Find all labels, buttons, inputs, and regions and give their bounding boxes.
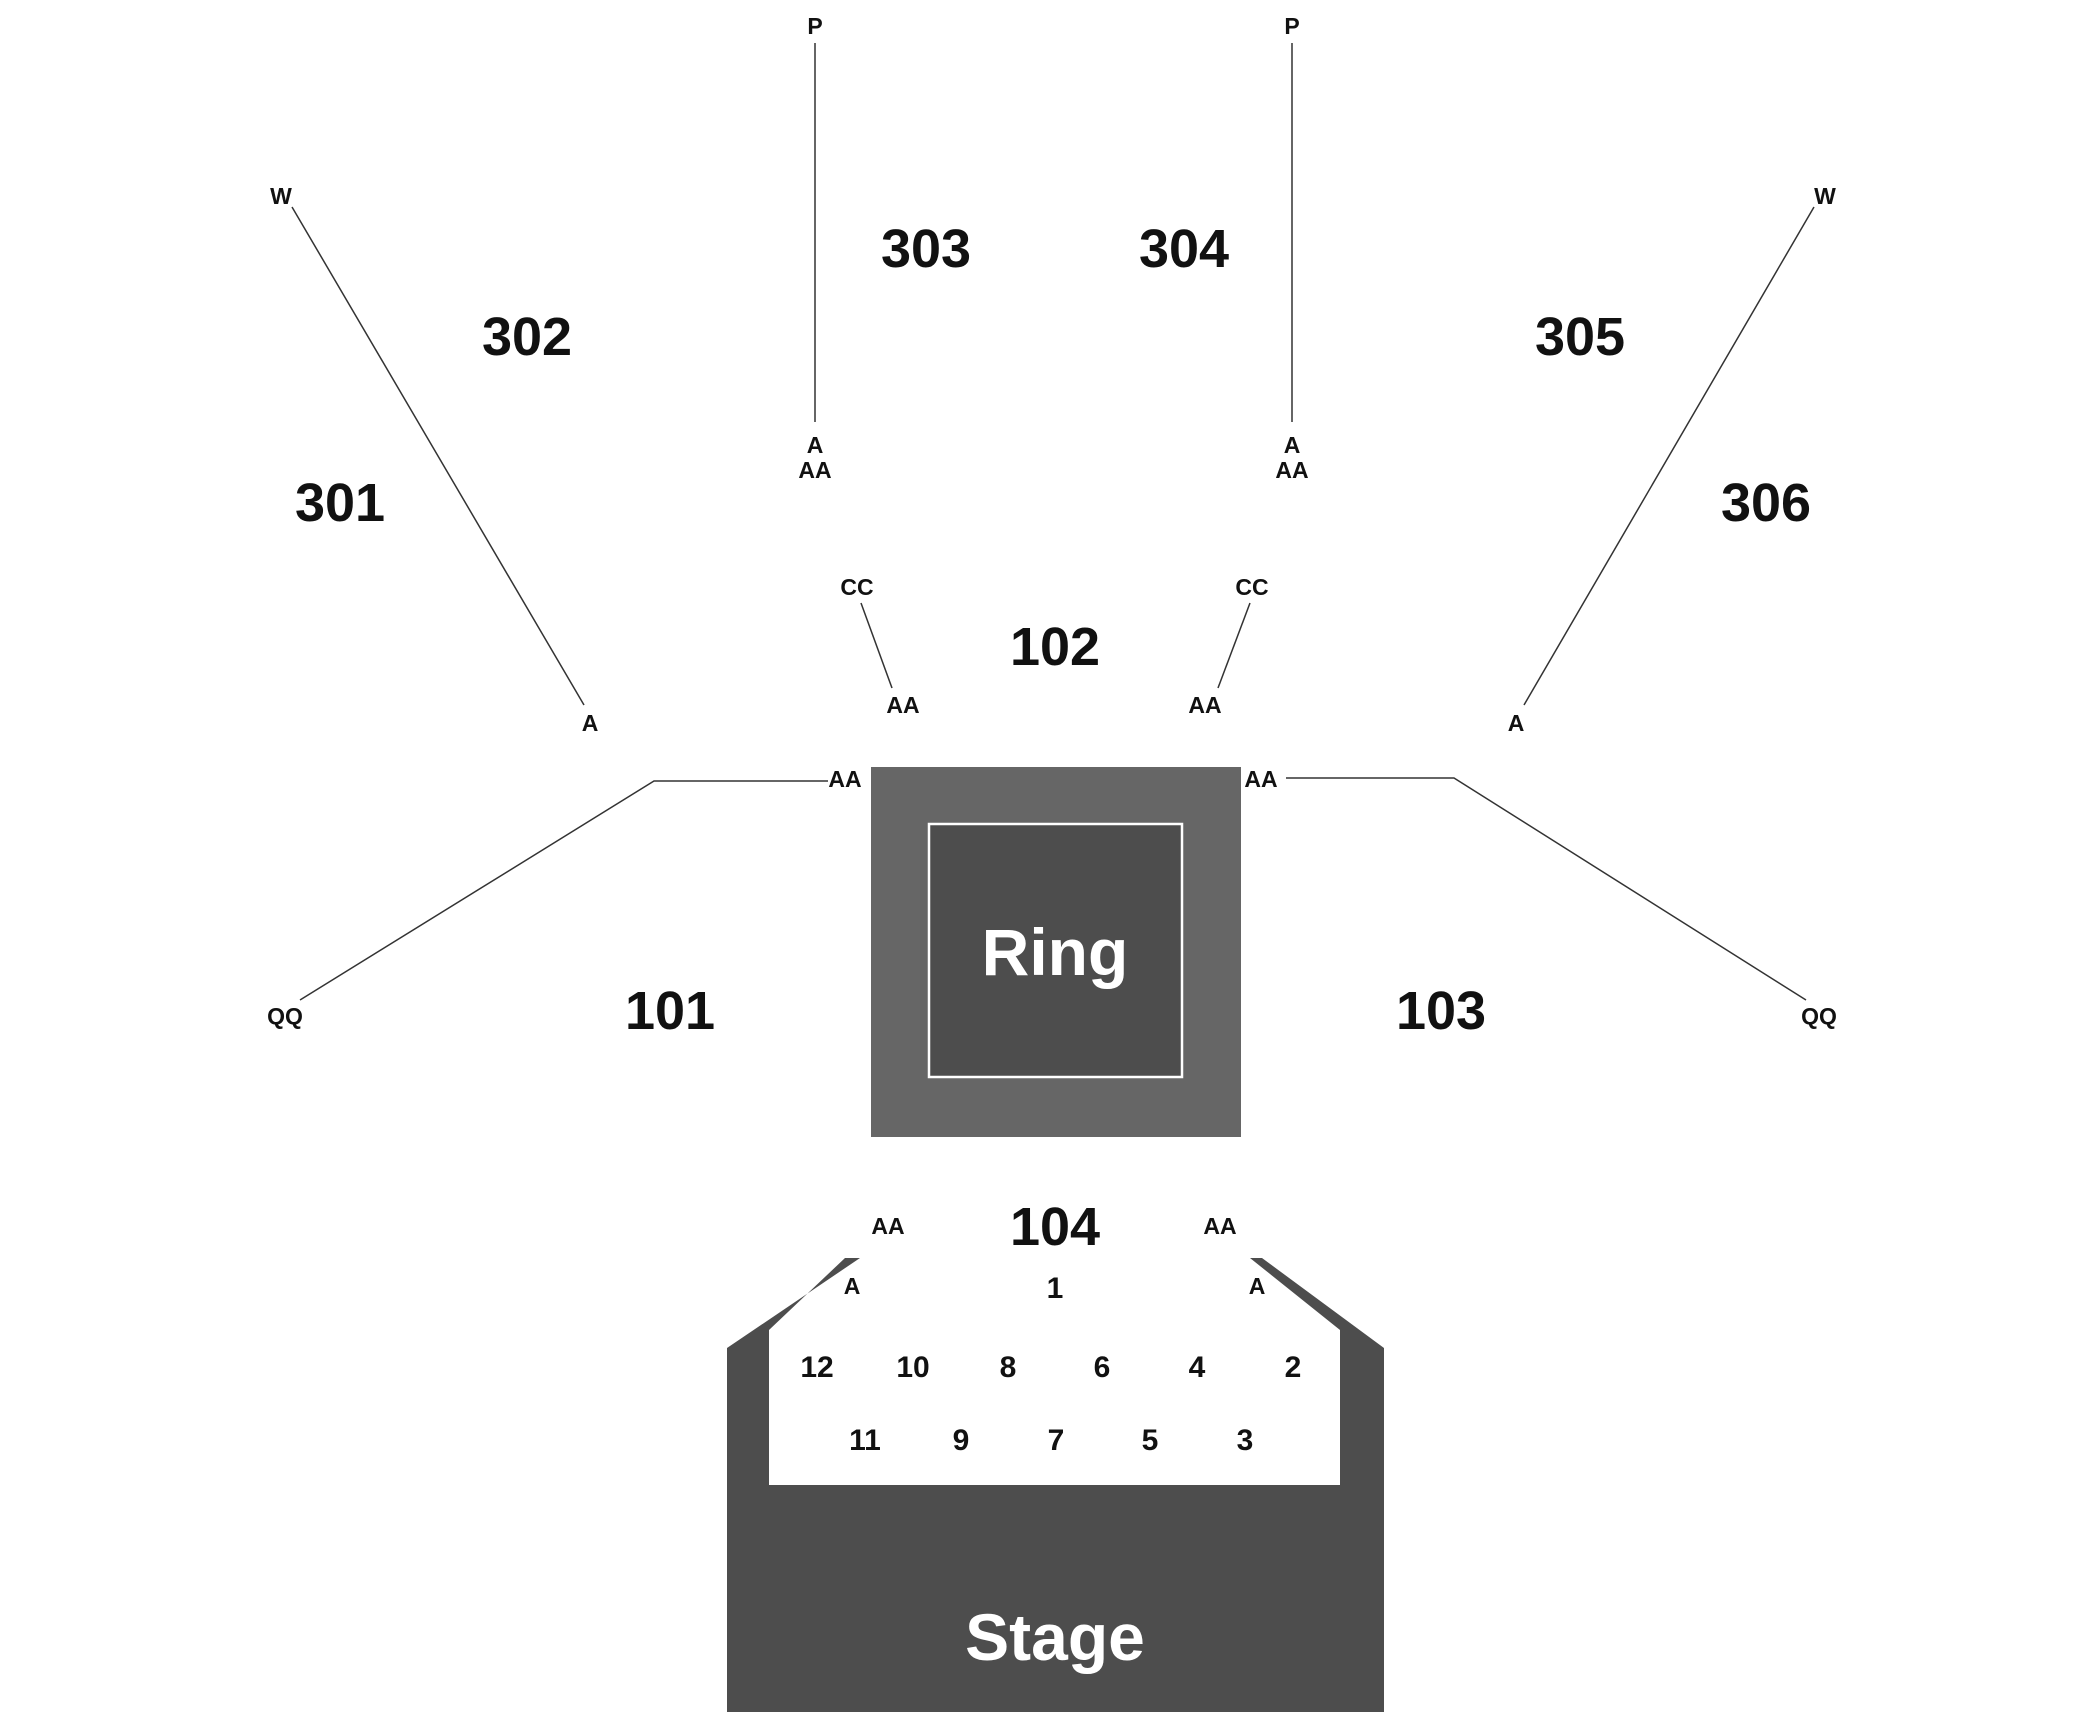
row-label-103-aa: AA [1244, 766, 1277, 792]
row-label-305-a: A [1508, 710, 1525, 736]
section-301[interactable]: 301 [295, 473, 385, 533]
guide-line-101 [299, 780, 828, 1001]
row-label-103-qq: QQ [1801, 1003, 1837, 1029]
row-label-102-left-cc: CC [840, 574, 873, 600]
table-9[interactable]: 9 [953, 1424, 970, 1457]
row-label-102-right-aa: AA [1188, 692, 1221, 718]
row-label-304-a: A [1284, 432, 1301, 458]
stage-label: Stage [965, 1600, 1145, 1674]
table-2[interactable]: 2 [1285, 1351, 1302, 1384]
section-104[interactable]: 104 [1010, 1197, 1100, 1257]
guide-line-102-right [1217, 602, 1251, 689]
table-8[interactable]: 8 [1000, 1351, 1017, 1384]
row-label-104-left-a: A [844, 1273, 861, 1299]
ring[interactable]: Ring [871, 767, 1241, 1137]
row-label-303-a: A [807, 432, 824, 458]
table-numbers: 1 12 10 8 6 4 2 11 9 7 5 3 [800, 1272, 1301, 1457]
section-labels: 101 102 103 104 301 302 303 304 305 306 [295, 219, 1811, 1257]
section-302[interactable]: 302 [482, 307, 572, 367]
stage-block[interactable] [727, 1258, 1384, 1712]
section-306[interactable]: 306 [1721, 473, 1811, 533]
guide-line-302 [291, 206, 585, 706]
section-101[interactable]: 101 [625, 981, 715, 1041]
guide-line-103 [1286, 777, 1807, 1001]
row-label-102-left-aa: AA [886, 692, 919, 718]
section-304[interactable]: 304 [1139, 219, 1229, 279]
section-102[interactable]: 102 [1010, 617, 1100, 677]
row-label-302-a: A [582, 710, 599, 736]
row-label-302-w: W [270, 183, 292, 209]
section-303[interactable]: 303 [881, 219, 971, 279]
row-label-101-aa: AA [828, 766, 861, 792]
table-4[interactable]: 4 [1189, 1351, 1206, 1384]
row-label-304-aa: AA [1275, 457, 1308, 483]
guide-line-305 [1523, 206, 1815, 706]
stage[interactable]: Stage [727, 1258, 1384, 1712]
table-5[interactable]: 5 [1142, 1424, 1159, 1457]
row-label-104-right-a: A [1249, 1273, 1266, 1299]
row-label-101-qq: QQ [267, 1003, 303, 1029]
row-label-102-right-cc: CC [1235, 574, 1268, 600]
row-label-303-aa: AA [798, 457, 831, 483]
ring-floor[interactable] [927, 822, 1184, 1079]
row-labels: W A P A AA P A AA W A CC AA CC AA AA QQ … [267, 13, 1837, 1299]
row-label-104-right-aa: AA [1203, 1213, 1236, 1239]
section-103[interactable]: 103 [1396, 981, 1486, 1041]
table-3[interactable]: 3 [1237, 1424, 1254, 1457]
table-1[interactable]: 1 [1047, 1272, 1064, 1305]
row-label-304-p: P [1284, 13, 1299, 39]
row-label-305-w: W [1814, 183, 1836, 209]
table-10[interactable]: 10 [896, 1351, 929, 1384]
row-label-303-p: P [807, 13, 822, 39]
row-guide-lines [291, 43, 1815, 1001]
table-6[interactable]: 6 [1094, 1351, 1111, 1384]
table-11[interactable]: 11 [849, 1424, 881, 1457]
ring-label: Ring [982, 915, 1129, 989]
row-label-104-left-aa: AA [871, 1213, 904, 1239]
table-7[interactable]: 7 [1048, 1424, 1065, 1457]
section-305[interactable]: 305 [1535, 307, 1625, 367]
table-12[interactable]: 12 [800, 1351, 833, 1384]
guide-line-102-left [860, 602, 893, 689]
